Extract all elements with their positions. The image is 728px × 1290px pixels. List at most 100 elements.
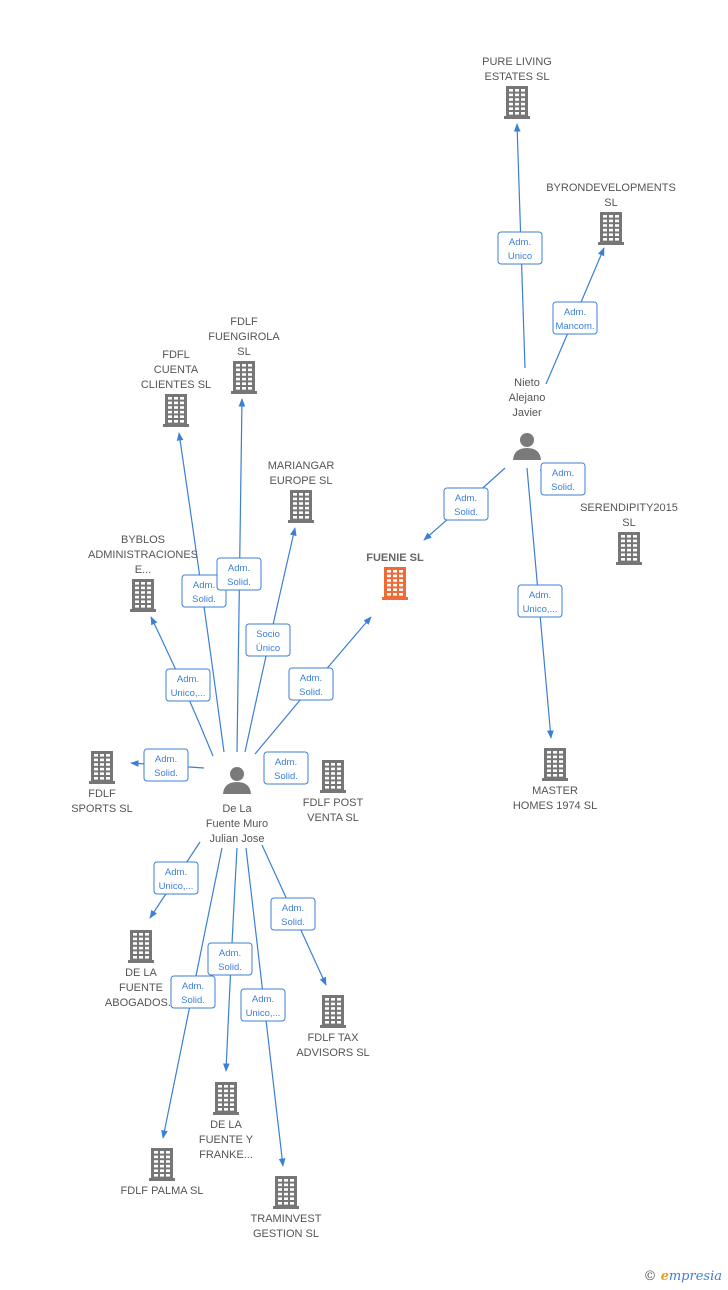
building-window xyxy=(180,415,184,418)
building-window xyxy=(553,751,557,754)
building-window xyxy=(293,516,297,519)
edge-label-byron[interactable]: Adm.Mancom. xyxy=(552,301,598,335)
edge-label-pure_living[interactable]: Adm.Unico xyxy=(497,231,543,265)
edge-label-text: Unico,... xyxy=(171,688,206,699)
building-window xyxy=(94,772,98,775)
building-window xyxy=(166,1151,170,1154)
building-window xyxy=(521,89,525,92)
edge-label-dlf_franke[interactable]: Adm.Solid. xyxy=(207,942,253,976)
brand-logo-initial: e xyxy=(660,1269,669,1284)
edge-label-fdlf_sports[interactable]: Adm.Solid. xyxy=(143,748,189,782)
building-window xyxy=(284,1197,288,1200)
building-window xyxy=(331,767,335,771)
edge-label-text: Solid. xyxy=(299,687,323,698)
node-fuenie[interactable]: FUENIE SL xyxy=(366,552,424,600)
building-window xyxy=(106,767,110,771)
building-window xyxy=(553,774,557,777)
building-window xyxy=(284,1179,288,1182)
building-window xyxy=(141,605,145,608)
edge-label-traminvest[interactable]: Adm.Unico,... xyxy=(240,988,286,1022)
node-label-byron: SL xyxy=(604,197,617,209)
building-window xyxy=(633,553,637,556)
building-window xyxy=(278,1183,282,1187)
node-label-nieto: Nieto xyxy=(514,377,540,389)
node-byblos[interactable]: BYBLOSADMINISTRACIONESE... xyxy=(88,534,198,612)
node-label-mariangar: EUROPE SL xyxy=(270,475,333,487)
building-window xyxy=(242,373,246,376)
building-window xyxy=(224,1103,228,1106)
building-window xyxy=(133,956,137,959)
building-window xyxy=(147,591,151,594)
building-window xyxy=(242,387,246,390)
building-window xyxy=(337,772,341,775)
building-window xyxy=(180,397,184,400)
building-window xyxy=(603,215,607,218)
building-window xyxy=(145,937,149,941)
node-dlf_abogados[interactable]: DE LAFUENTEABOGADOS... xyxy=(105,930,177,1009)
edge-label-text: Adm. xyxy=(177,674,199,685)
empresia-watermark[interactable]: © empresia xyxy=(643,1269,722,1284)
edge-label-box xyxy=(143,748,189,782)
building-window xyxy=(180,410,184,414)
edge-label-byblos[interactable]: Adm. Unico,... xyxy=(165,668,211,702)
edge-label-fdlf_post[interactable]: Adm.Solid. xyxy=(263,751,309,785)
edge-label-text: Solid. xyxy=(227,577,251,588)
building-window xyxy=(325,786,329,789)
building-window xyxy=(393,579,397,582)
edge-label-dlf_abogados[interactable]: Adm.Unico,... xyxy=(153,861,199,895)
building-window xyxy=(154,1174,158,1177)
edge-label-master_homes[interactable]: Adm.Unico,... xyxy=(517,584,563,618)
building-window xyxy=(133,942,137,945)
edge-label-text: Solid. xyxy=(274,771,298,782)
edge-label-fdlf_palma[interactable]: Adm.Solid. xyxy=(170,975,216,1009)
building-window xyxy=(387,583,391,587)
edge-label-serendipity[interactable]: Adm.Solid. xyxy=(540,462,586,496)
building-window xyxy=(633,548,637,552)
node-fdlf_palma[interactable]: FDLF PALMA SL xyxy=(121,1148,204,1197)
edge-label-box xyxy=(443,487,489,521)
edge-label-text: Adm. xyxy=(182,981,204,992)
building-window xyxy=(139,933,143,936)
edge-label-fdlf_tax[interactable]: Adm.Solid. xyxy=(270,897,316,931)
edge-label-fuenie[interactable]: Adm.Solid. xyxy=(443,487,489,521)
node-label-traminvest: GESTION SL xyxy=(253,1228,319,1240)
edge-label-box xyxy=(240,988,286,1022)
edge-label-text: Solid. xyxy=(454,507,478,518)
building-window xyxy=(284,1183,288,1187)
edge-label-text: Adm. xyxy=(155,754,177,765)
building-window xyxy=(145,956,149,959)
building-window xyxy=(331,998,335,1001)
building-window xyxy=(242,368,246,372)
building-window xyxy=(325,1002,329,1006)
building-window xyxy=(166,1174,170,1177)
edge-label-fuenie[interactable]: Adm.Solid. xyxy=(288,667,334,701)
node-label-master_homes: MASTER xyxy=(532,785,578,797)
building-window xyxy=(135,582,139,585)
building-window xyxy=(94,763,98,766)
building-window xyxy=(609,224,613,227)
building-window xyxy=(305,502,309,505)
edge-label-fdlf_fuengirola[interactable]: Adm.Solid. xyxy=(216,557,262,591)
building-window xyxy=(154,1160,158,1163)
building-window xyxy=(284,1188,288,1191)
building-window xyxy=(135,595,139,599)
building-window xyxy=(135,600,139,603)
edge-label-fdfl_cuenta[interactable]: Adm.Solid. xyxy=(181,574,227,608)
building-window xyxy=(337,786,341,789)
building-window xyxy=(627,544,631,547)
